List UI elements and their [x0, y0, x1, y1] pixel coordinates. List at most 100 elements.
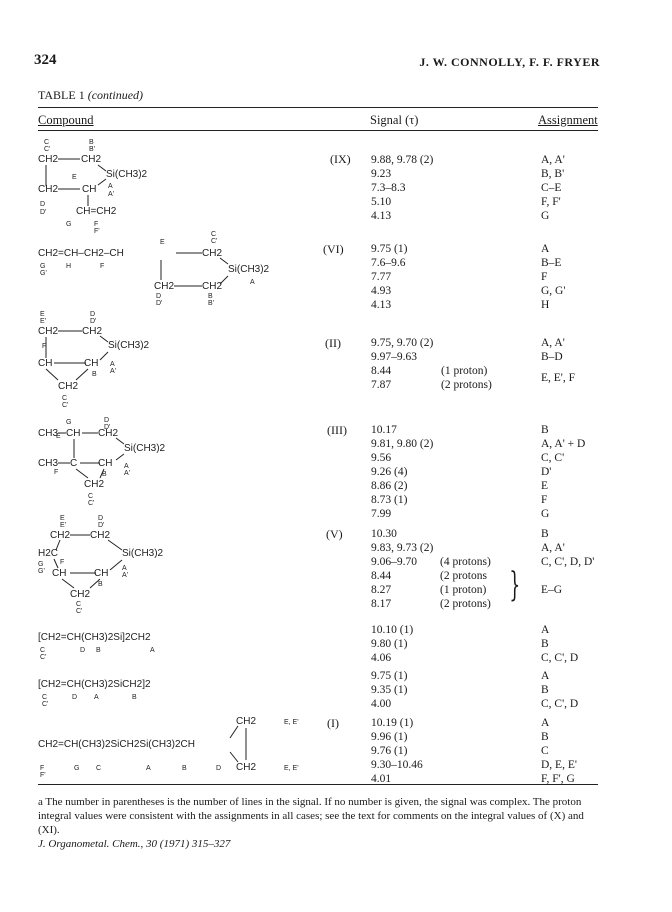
svg-text:A: A	[146, 765, 151, 772]
svg-text:D: D	[40, 201, 45, 208]
compound-number: (IX)	[330, 152, 351, 166]
svg-text:CH=CH2: CH=CH2	[76, 206, 117, 217]
svg-text:D': D'	[40, 209, 46, 216]
svg-text:C: C	[44, 139, 49, 146]
svg-text:E, E': E, E'	[284, 719, 299, 726]
svg-text:CH2: CH2	[50, 530, 70, 541]
svg-text:CH: CH	[82, 184, 96, 195]
svg-text:D: D	[98, 515, 103, 522]
svg-text:CH2: CH2	[202, 281, 222, 292]
svg-text:Si(CH3)2: Si(CH3)2	[108, 340, 150, 351]
svg-text:[CH2=CH(CH3)2SiCH2]2: [CH2=CH(CH3)2SiCH2]2	[38, 679, 151, 690]
svg-text:B: B	[102, 471, 107, 478]
svg-text:CH2: CH2	[82, 326, 102, 337]
structure-v: E E' D D' CH2 CH2 Si(CH3)2 H2C G G' F CH…	[38, 515, 164, 614]
col-header-compound: Compound	[38, 113, 94, 127]
compound-number: (V)	[326, 527, 343, 541]
svg-text:B: B	[98, 581, 103, 588]
svg-text:C': C'	[76, 608, 82, 614]
table-caption: TABLE 1 (continued)	[38, 88, 143, 103]
svg-text:E': E'	[40, 318, 46, 325]
svg-text:C': C'	[62, 402, 68, 408]
running-head-authors: J. W. CONNOLLY, F. F. FRYER	[419, 55, 600, 69]
svg-text:A': A'	[108, 191, 114, 198]
journal-citation: J. Organometal. Chem., 30 (1971) 315–327	[38, 838, 231, 850]
svg-text:B: B	[182, 765, 187, 772]
svg-text:CH2: CH2	[38, 154, 58, 165]
svg-text:H2C: H2C	[38, 548, 58, 559]
svg-text:Si(CH3)2: Si(CH3)2	[228, 264, 270, 275]
svg-text:CH2: CH2	[81, 154, 101, 165]
svg-text:CH2: CH2	[58, 381, 78, 392]
svg-text:B: B	[92, 371, 97, 378]
table-caption-label: TABLE 1	[38, 88, 85, 102]
svg-text:CH2=CH(CH3)2SiCH2Si(CH3)2CH: CH2=CH(CH3)2SiCH2Si(CH3)2CH	[38, 739, 195, 750]
svg-text:C': C'	[42, 701, 48, 708]
svg-text:B': B'	[208, 300, 214, 306]
svg-text:B: B	[132, 694, 137, 701]
svg-text:F': F'	[40, 772, 46, 779]
svg-text:E: E	[40, 311, 45, 318]
svg-text:CH2: CH2	[236, 716, 256, 727]
compound-number: (I)	[327, 716, 339, 730]
svg-text:A: A	[122, 565, 127, 572]
svg-text:E, E': E, E'	[284, 765, 299, 772]
compound-number: (VI)	[323, 242, 344, 256]
svg-text:D': D'	[98, 522, 104, 529]
svg-text:D: D	[80, 647, 85, 654]
svg-text:Si(CH3)2: Si(CH3)2	[122, 548, 164, 559]
svg-text:C: C	[40, 647, 45, 654]
compound-number: (II)	[325, 336, 341, 350]
proton-notes: (4 protons)(2 protons(1 proton)(2 proton…	[440, 556, 491, 610]
structure-6: [CH2=CH(CH3)2Si]2CH2 C C' D B A	[38, 632, 155, 661]
structure-ii: E E' D D' CH2 CH2 Si(CH3)2 F CH CH B A A…	[38, 311, 150, 408]
svg-text:A: A	[150, 647, 155, 654]
page-number: 324	[34, 52, 57, 68]
svg-text:CH: CH	[94, 568, 108, 579]
svg-text:A: A	[94, 694, 99, 701]
table-bottom-rule	[38, 784, 598, 785]
svg-text:A: A	[250, 279, 255, 286]
svg-text:B: B	[96, 647, 101, 654]
svg-text:G: G	[66, 419, 71, 426]
svg-text:C': C'	[40, 654, 46, 661]
svg-text:G': G'	[38, 568, 45, 575]
svg-text:CH2: CH2	[38, 326, 58, 337]
svg-text:CH2: CH2	[38, 184, 58, 195]
svg-text:G': G'	[40, 270, 47, 277]
svg-text:Si(CH3)2: Si(CH3)2	[106, 169, 148, 180]
svg-text:A: A	[124, 463, 129, 470]
svg-text:A: A	[110, 361, 115, 368]
structure-i: CH2 E, E' CH2=CH(CH3)2SiCH2Si(CH3)2CH CH…	[38, 716, 299, 779]
svg-text:CH: CH	[38, 358, 52, 369]
svg-text:C': C'	[88, 500, 94, 507]
svg-text:F: F	[42, 343, 46, 350]
svg-text:H: H	[66, 263, 71, 270]
svg-text:G: G	[74, 765, 79, 772]
svg-text:A': A'	[122, 572, 128, 579]
svg-text:CH2: CH2	[202, 248, 222, 259]
proton-notes: (1 proton)(2 protons)	[441, 365, 492, 391]
svg-text:C: C	[96, 765, 101, 772]
svg-text:CH3: CH3	[38, 458, 58, 469]
svg-text:CH3: CH3	[38, 428, 58, 439]
structure-7: [CH2=CH(CH3)2SiCH2]2 C C' D A B	[38, 679, 151, 708]
brace: }	[509, 565, 521, 605]
svg-text:CH: CH	[98, 458, 112, 469]
svg-text:E: E	[60, 515, 65, 522]
svg-text:Si(CH3)2: Si(CH3)2	[124, 443, 166, 454]
svg-text:C': C'	[211, 238, 217, 245]
svg-text:F: F	[54, 469, 58, 476]
svg-text:D': D'	[90, 318, 96, 325]
svg-text:C: C	[42, 694, 47, 701]
signal-list: 9.75 (1)9.35 (1)4.00	[371, 670, 408, 710]
